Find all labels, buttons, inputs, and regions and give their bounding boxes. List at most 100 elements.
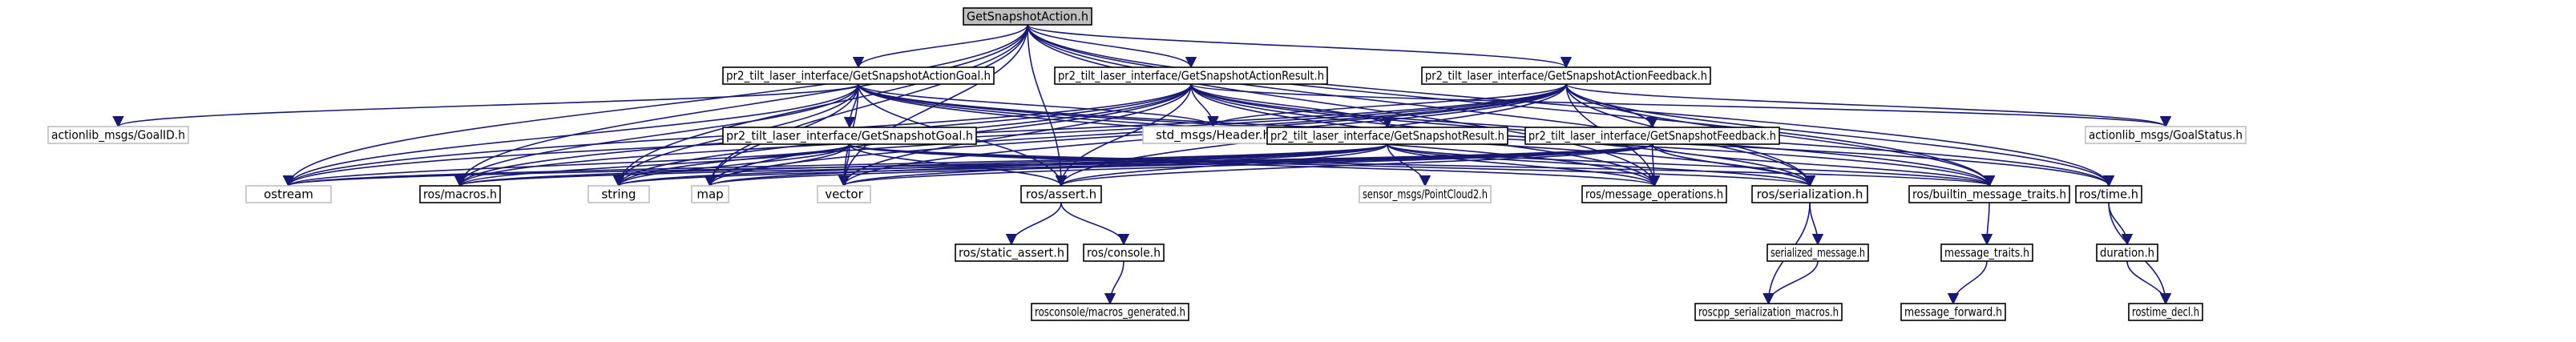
node-rcpp[interactable]: roscpp_serialization_macros.h <box>1694 303 1843 321</box>
node-pc2: sensor_msgs/PointCloud2.h <box>1359 185 1492 203</box>
node-console[interactable]: ros/console.h <box>1083 243 1165 262</box>
edge-assert-to-sassert <box>1005 202 1062 246</box>
node-box <box>419 185 501 203</box>
edge-sres-to-assert <box>1056 143 1388 187</box>
node-label: message_forward.h <box>1904 305 2002 320</box>
node-label: ros/static_assert.h <box>959 246 1064 261</box>
edge-sfb-to-vector <box>838 143 1653 187</box>
edge-sres-to-bmt <box>1387 143 1995 187</box>
node-sres[interactable]: pr2_tilt_laser_interface/GetSnapshotResu… <box>1266 127 1508 145</box>
node-label: pr2_tilt_laser_interface/GetSnapshotActi… <box>726 69 991 84</box>
header-nodes: GetSnapshotAction.h pr2_tilt_laser_interf… <box>47 7 2247 321</box>
node-label: pr2_tilt_laser_interface/GetSnapshotFeed… <box>1528 129 1776 144</box>
edge-ser-to-smsg <box>1809 202 1824 246</box>
edge-sfb-to-assert <box>1056 143 1653 187</box>
node-label: map <box>696 187 723 202</box>
edge-ares-to-gstat <box>1190 83 2171 128</box>
node-label: roscpp_serialization_macros.h <box>1698 305 1839 320</box>
node-goal[interactable]: pr2_tilt_laser_interface/GetSnapshotActi… <box>722 66 995 85</box>
node-label: serialized_message.h <box>1770 246 1865 261</box>
node-sfb[interactable]: pr2_tilt_laser_interface/GetSnapshotFeed… <box>1524 127 1780 145</box>
edge-root-to-ser <box>1027 24 1816 187</box>
edge-afb-to-macros <box>454 83 1567 187</box>
node-msgops[interactable]: ros/message_operations.h <box>1581 185 1727 203</box>
node-box <box>2085 126 2247 144</box>
node-label: pr2_tilt_laser_interface/GetSnapshotActi… <box>1425 69 1707 84</box>
node-macros[interactable]: ros/macros.h <box>419 185 501 203</box>
node-sassert[interactable]: ros/static_assert.h <box>955 243 1068 262</box>
node-gstat: actionlib_msgs/GoalStatus.h <box>2085 126 2247 144</box>
node-box <box>1421 66 1711 85</box>
node-assert[interactable]: ros/assert.h <box>1020 185 1102 203</box>
edge-root-to-ostream <box>282 24 1028 187</box>
edge-assert-to-console <box>1060 202 1130 246</box>
edge-root-to-ares <box>1027 24 1197 69</box>
node-label: duration.h <box>2100 246 2154 260</box>
node-box <box>2075 185 2142 203</box>
node-box <box>817 185 871 203</box>
edge-sfb-to-bmt <box>1651 143 1995 187</box>
edge-root-to-string <box>612 24 1028 187</box>
edge-afb-to-time <box>1565 83 2115 187</box>
node-smsg[interactable]: serialized_message.h <box>1766 243 1869 262</box>
edge-sres-to-pc2 <box>1387 143 1431 187</box>
edge-goal-to-ostream <box>282 83 859 187</box>
node-ser[interactable]: ros/serialization.h <box>1751 185 1868 203</box>
edge-goal-to-goalid <box>112 83 859 128</box>
edge-bmt-to-mtraits <box>1980 202 1993 246</box>
node-label: ros/serialization.h <box>1757 187 1863 202</box>
edge-root-to-macros <box>454 24 1028 187</box>
node-label: ros/builtin_message_traits.h <box>1912 187 2066 203</box>
edge-sgoal-to-macros <box>454 143 850 187</box>
node-box <box>1900 303 2006 321</box>
node-box <box>245 185 332 203</box>
node-box <box>1694 303 1843 321</box>
edge-duration-to-rdecl <box>2126 260 2172 305</box>
edge-root-to-msgops <box>1027 24 1661 187</box>
node-label: string <box>601 187 636 202</box>
node-label: ros/time.h <box>2079 187 2138 202</box>
node-mtraits[interactable]: message_traits.h <box>1940 243 2033 262</box>
node-vector: vector <box>817 185 871 203</box>
edge-console-to-rconsole <box>1104 260 1124 305</box>
node-label: pr2_tilt_laser_interface/GetSnapshotGoal… <box>726 129 973 144</box>
node-header: std_msgs/Header.h <box>1142 126 1284 144</box>
node-label: vector <box>825 187 863 202</box>
node-mfwd[interactable]: message_forward.h <box>1900 303 2006 321</box>
node-sgoal[interactable]: pr2_tilt_laser_interface/GetSnapshotGoal… <box>722 127 977 145</box>
node-rconsole[interactable]: rosconsole/macros_generated.h <box>1031 303 1189 321</box>
edge-sres-to-msgops <box>1387 143 1661 187</box>
node-root[interactable]: GetSnapshotAction.h <box>963 7 1092 26</box>
edge-sres-to-ser <box>1387 143 1815 187</box>
node-box <box>47 126 189 144</box>
edge-root-to-goal <box>852 24 1028 69</box>
node-rdecl[interactable]: rostime_decl.h <box>2128 303 2203 321</box>
node-map: map <box>691 185 729 203</box>
node-label: actionlib_msgs/GoalID.h <box>51 128 185 143</box>
node-label: GetSnapshotAction.h <box>967 10 1088 24</box>
node-bmt[interactable]: ros/builtin_message_traits.h <box>1908 185 2070 203</box>
edge-afb-to-header <box>1207 83 1567 128</box>
node-box <box>587 185 650 203</box>
edge-goal-to-header <box>858 83 1219 128</box>
node-afb[interactable]: pr2_tilt_laser_interface/GetSnapshotActi… <box>1421 66 1711 85</box>
node-ares[interactable]: pr2_tilt_laser_interface/GetSnapshotActi… <box>1054 66 1328 85</box>
node-ostream: ostream <box>245 185 332 203</box>
node-label: pr2_tilt_laser_interface/GetSnapshotResu… <box>1270 129 1504 144</box>
edge-afb-to-gstat <box>1565 83 2171 128</box>
node-label: ros/macros.h <box>423 187 497 202</box>
node-label: pr2_tilt_laser_interface/GetSnapshotActi… <box>1058 69 1324 84</box>
node-label: actionlib_msgs/GoalStatus.h <box>2089 128 2243 143</box>
node-label: rosconsole/macros_generated.h <box>1035 305 1185 320</box>
node-box <box>691 185 729 203</box>
edge-mtraits-to-mfwd <box>1947 260 1988 305</box>
node-box <box>1581 185 1727 203</box>
node-time[interactable]: ros/time.h <box>2075 185 2142 203</box>
edge-sfb-to-ser <box>1651 143 1816 187</box>
node-box <box>1054 66 1328 85</box>
node-goalid: actionlib_msgs/GoalID.h <box>47 126 189 144</box>
node-box <box>722 66 995 85</box>
node-duration[interactable]: duration.h <box>2096 243 2158 262</box>
edge-sgoal-to-string <box>612 143 850 187</box>
